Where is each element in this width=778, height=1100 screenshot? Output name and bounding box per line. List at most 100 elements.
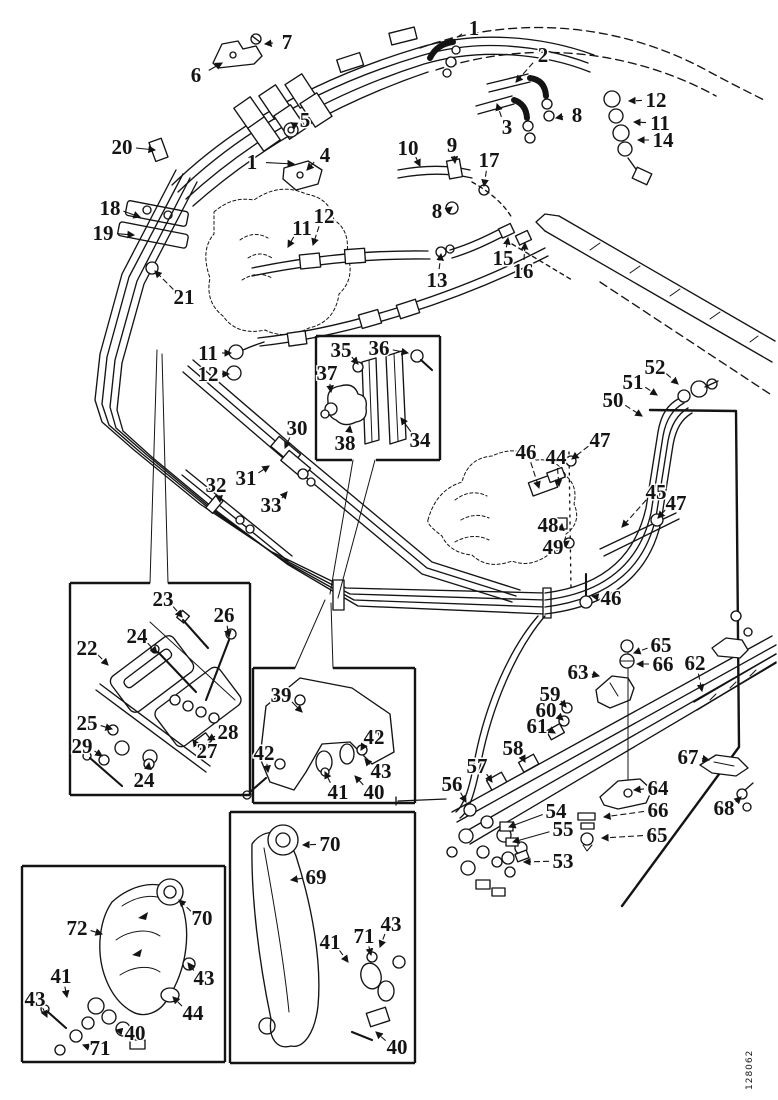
detail-lever-69-interior [251,824,406,1048]
diagram-line-art [40,26,777,1056]
callout-number: 21 [174,285,195,309]
callout-43: 43 [364,758,393,785]
callout-55: 55 [511,816,575,844]
callout-number: 43 [371,759,392,783]
callout-24: 24 [132,761,157,794]
callout-number: 50 [603,388,624,412]
tubes-2-3 [475,73,555,144]
callout-leader [561,540,570,549]
callout-leader [215,494,223,504]
callout-4: 4 [306,142,332,171]
callout-number: 17 [479,148,500,172]
callout-72: 72 [65,915,104,942]
callout-leader [632,118,647,127]
callout-leader [400,417,412,432]
callout-number: 22 [77,636,98,660]
clamp-bracket-6 [212,33,263,69]
callout-number: 67 [678,745,699,769]
callout-22: 22 [75,635,109,666]
callout-leader [192,739,200,748]
callout-leader [375,1031,386,1042]
callout-number: 48 [538,513,559,537]
callout-number: 41 [320,930,341,954]
callout-43: 43 [187,962,216,992]
callout-leader [515,62,534,83]
callout-leader [518,754,526,763]
callout-leader [97,654,109,666]
callout-25: 25 [75,710,114,737]
callout-number: 71 [354,924,375,948]
callout-37: 37 [315,360,339,394]
callout-leader [123,210,142,219]
detail-manifold-interior [82,609,242,788]
callout-number: 30 [287,416,308,440]
callout-65: 65 [632,632,673,659]
callout-number: 4 [320,143,331,167]
callout-43: 43 [23,986,48,1018]
callout-19: 19 [91,220,136,247]
callout-number: 51 [623,370,644,394]
callout-number: 44 [546,445,568,469]
callout-8: 8 [430,198,453,225]
callout-number: 55 [553,817,574,841]
callout-number: 27 [197,739,218,763]
callout-64: 64 [632,775,671,802]
callout-leader [263,39,274,48]
callout-21: 21 [154,270,196,311]
callout-leader [547,726,556,734]
callout-leader [81,1043,91,1051]
hose-couplers [233,26,418,152]
callout-leader [450,155,459,165]
callout-number: 43 [25,987,46,1011]
hardware-stack-12-11-14 [603,90,653,186]
callout-leader [345,424,353,434]
detail-box-brackets-34-38-frame [314,334,442,462]
frame-rail-top-right [535,213,776,395]
callout-leader [378,933,386,949]
pump-hoses [145,222,573,381]
detail-box-lever-69-frame [228,810,417,1065]
callout-47: 47 [571,427,612,460]
callout-leader [265,159,296,168]
callout-68: 68 [712,795,742,822]
callout-number: 18 [100,196,121,220]
grommet-5 [283,122,299,138]
callout-41: 41 [324,771,350,806]
callout-number: 41 [328,780,349,804]
callout-48: 48 [536,512,565,539]
callout-number: 64 [648,776,670,800]
callout-number: 9 [447,133,458,157]
callout-leader [485,773,493,783]
callout-leader [94,749,103,757]
callout-71: 71 [352,923,376,957]
callout-number: 16 [513,259,534,283]
callout-number: 41 [51,964,72,988]
callout-leader [178,899,192,912]
callout-number: 43 [381,912,402,936]
pump-sketch [205,188,351,335]
callout-number: 66 [648,798,669,822]
callout-leader [61,986,70,999]
callout-number: 32 [206,473,227,497]
callout-number: 7 [282,30,293,54]
callout-number: 40 [364,780,385,804]
callout-leader [360,742,368,751]
callout-leader [306,161,315,171]
callout-49: 49 [541,534,570,561]
bracket-4 [282,160,323,191]
callout-leader [364,758,373,767]
callout-leader [530,462,541,490]
callout-56: 56 [440,771,467,803]
callout-36: 36 [367,335,410,362]
callout-leader [279,491,288,500]
callout-66: 66 [635,651,675,678]
callout-3: 3 [495,102,514,141]
callout-leader [224,625,232,639]
callout-leader [114,1027,124,1036]
callout-41: 41 [318,929,349,963]
callout-leader [287,236,295,248]
callout-number: 28 [218,720,239,744]
callout-number: 24 [127,624,149,648]
callout-leader [172,996,183,1007]
